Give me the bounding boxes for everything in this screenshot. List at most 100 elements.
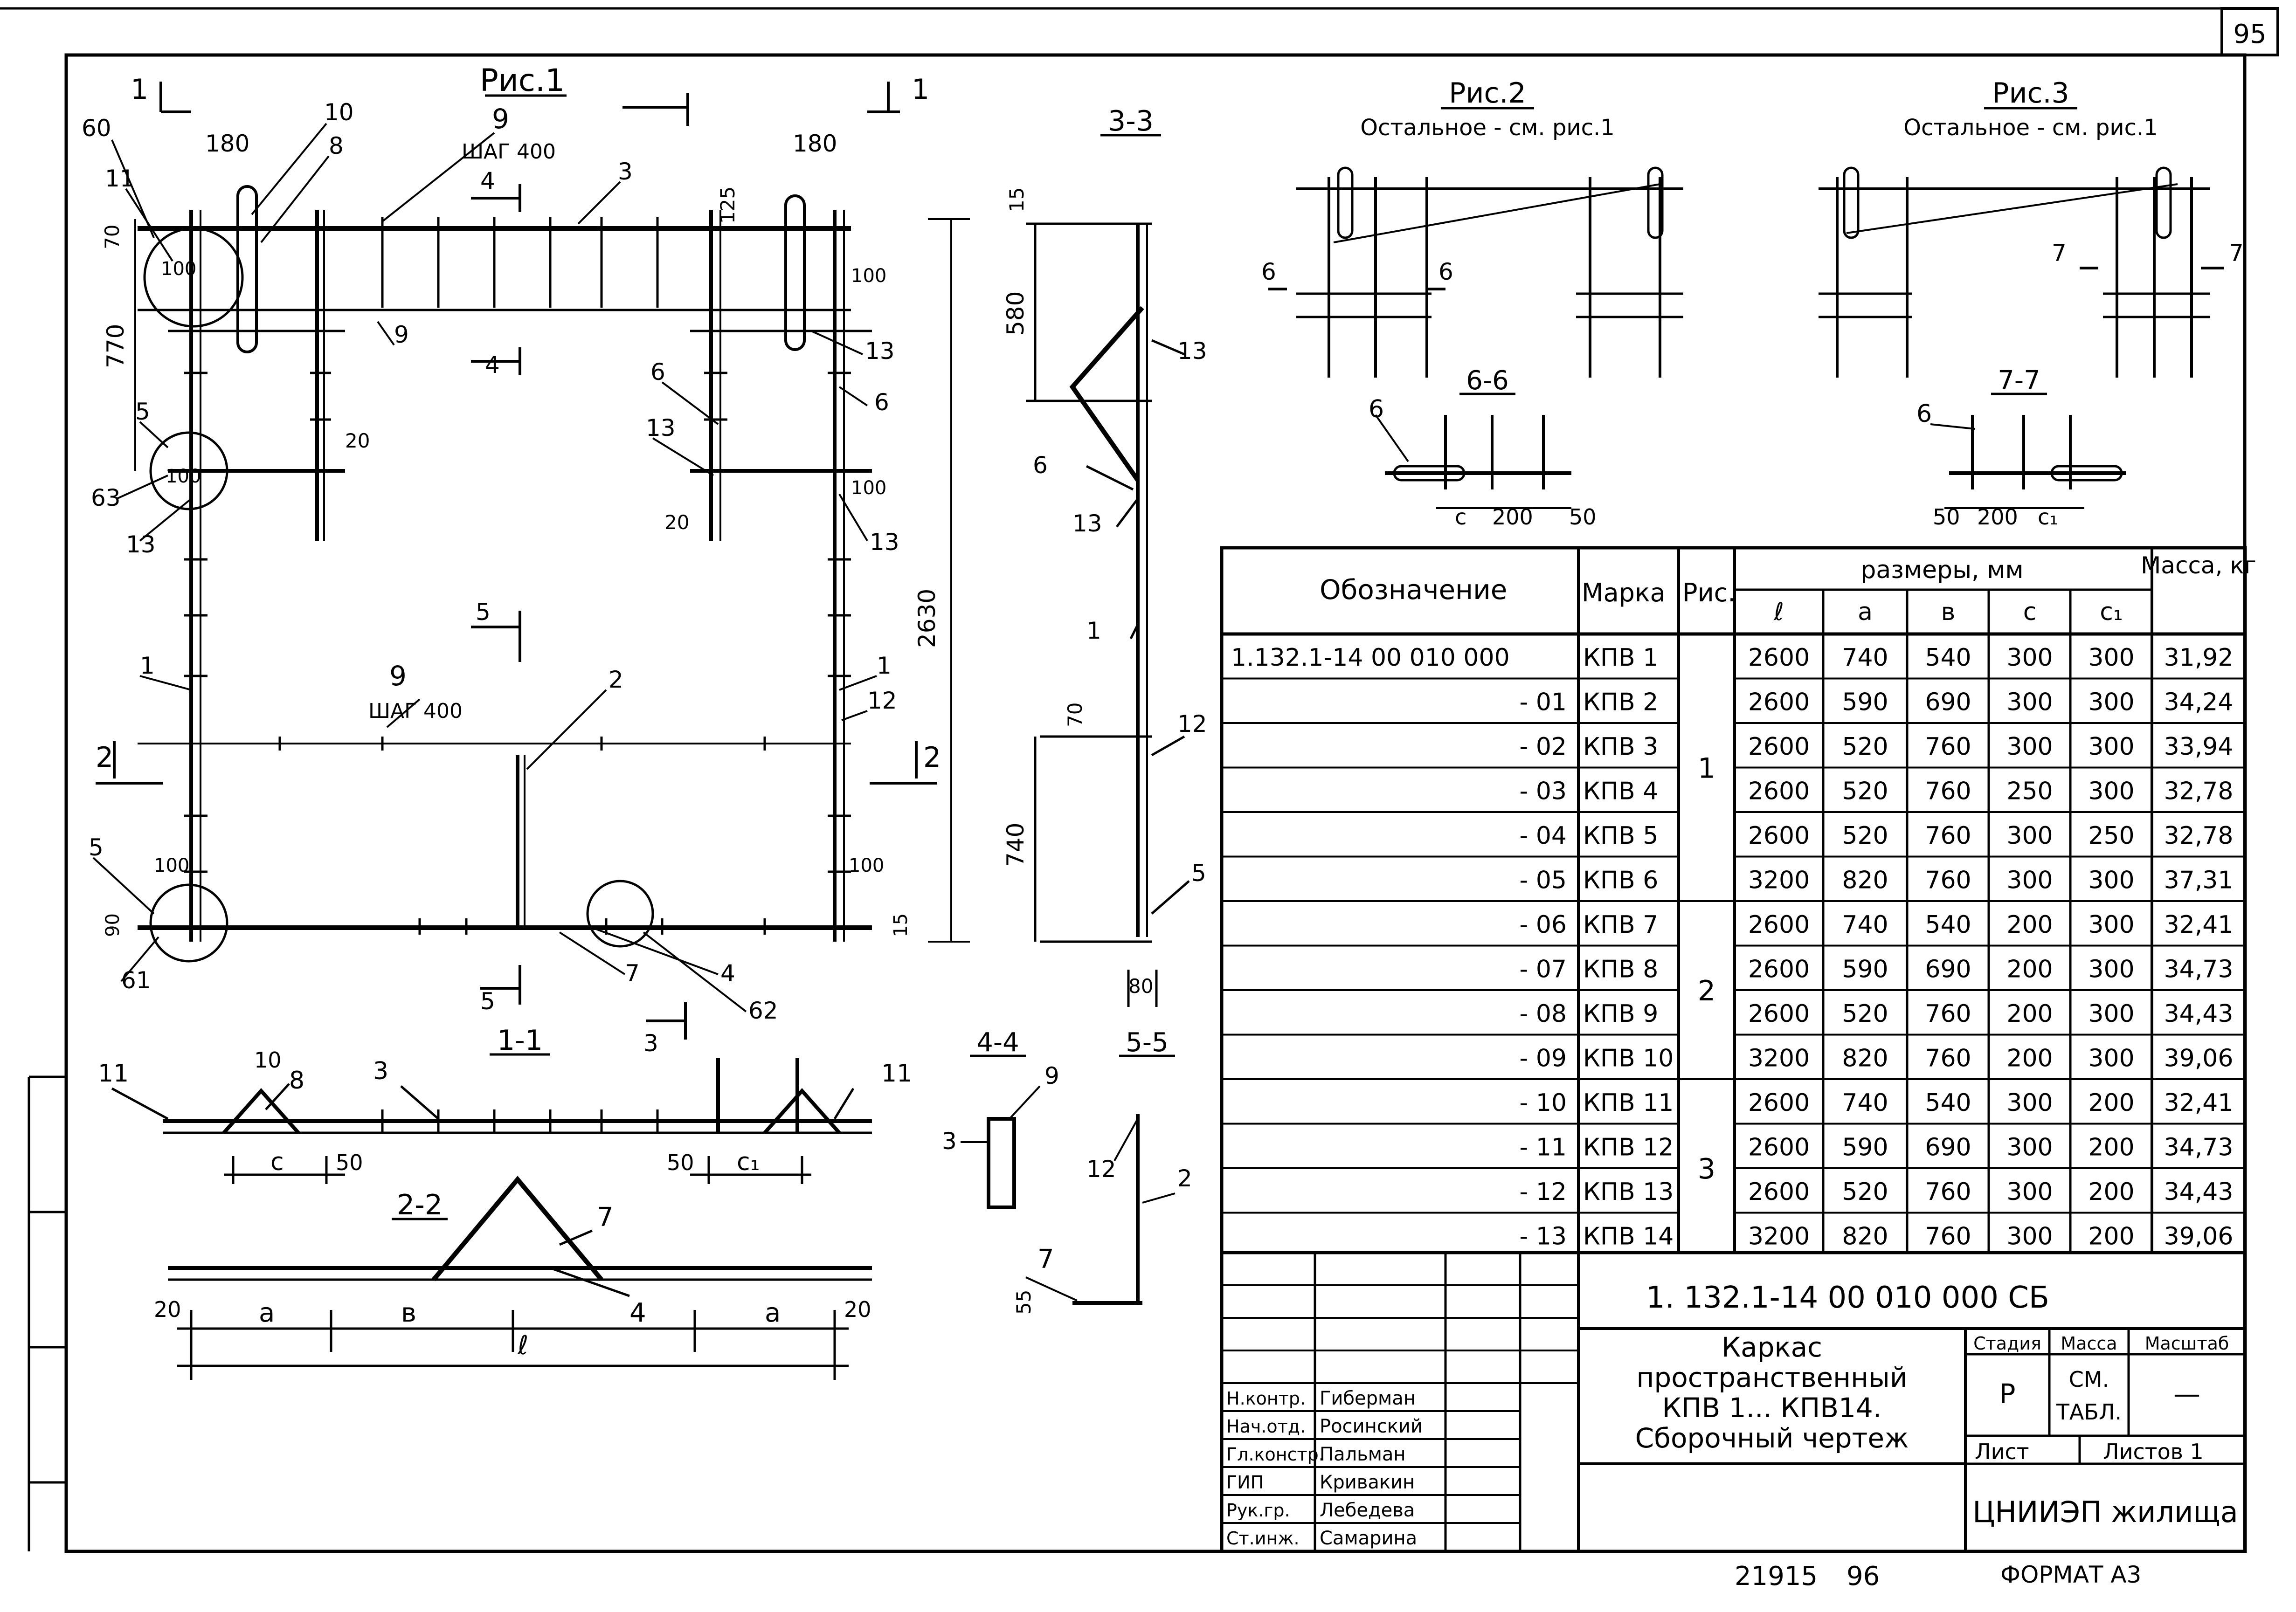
size-subheader: а [1858,598,1873,626]
svg-text:13: 13 [1177,338,1207,365]
fig2-drawing: Рис.2 Остальное - см. рис.1 6 6 [1261,77,1683,378]
svg-text:ШАГ 400: ШАГ 400 [462,140,556,164]
svg-text:5: 5 [1191,860,1206,887]
row-size: 690 [1925,1134,1971,1162]
svg-text:20: 20 [345,429,370,452]
row-mass: 31,92 [2164,644,2234,672]
row-size: 520 [1842,733,1888,761]
row-size: 300 [2006,867,2053,895]
drawing-frame [64,53,2247,1553]
row-size: 2600 [1748,1089,1810,1117]
svg-text:2630: 2630 [913,589,941,648]
svg-text:1-1: 1-1 [497,1024,543,1057]
row-size: 760 [1925,822,1971,850]
svg-text:6: 6 [1916,400,1932,428]
svg-text:12: 12 [1177,710,1207,737]
row-size: 520 [1842,822,1888,850]
row-size: 540 [1925,644,1971,672]
svg-text:5: 5 [476,599,491,626]
svg-text:740: 740 [1002,823,1029,867]
row-designation: - 11 [1520,1134,1567,1162]
row-size: 590 [1842,689,1888,716]
row-size: 740 [1842,644,1888,672]
title-line-1: Каркас [1722,1331,1822,1363]
section-3-3: 3-3 15 580 13 6 13 1 70 12 740 5 80 [1002,105,1207,1007]
row-size: 520 [1842,1000,1888,1028]
row-designation: - 05 [1520,867,1567,895]
row-mass: 32,41 [2164,1089,2234,1117]
svg-text:—: — [2173,1378,2200,1410]
svg-text:180: 180 [205,130,249,157]
row-mass: 33,94 [2164,733,2234,761]
svg-text:10: 10 [324,99,354,126]
svg-text:5-5: 5-5 [1126,1027,1168,1058]
svg-text:в: в [401,1298,416,1328]
svg-text:100: 100 [154,855,189,876]
svg-text:1: 1 [131,73,148,106]
svg-text:4: 4 [480,167,495,194]
svg-text:8: 8 [289,1067,304,1095]
row-size: 2600 [1748,733,1810,761]
svg-text:13: 13 [646,414,676,441]
page-number: 95 [2233,19,2266,49]
svg-text:15: 15 [1005,187,1028,212]
svg-text:6: 6 [1438,258,1453,285]
row-size: 300 [2088,867,2134,895]
row-designation: - 07 [1520,956,1567,984]
title-line-3: КПВ 1... КПВ14. [1662,1392,1882,1424]
row-size: 820 [1842,1223,1888,1251]
svg-text:6: 6 [874,389,889,416]
svg-text:770: 770 [102,324,129,368]
svg-text:100: 100 [851,265,886,287]
svg-text:Остальное - см. рис.1: Остальное - см. рис.1 [1360,115,1615,141]
header-mark: Марка [1582,578,1666,607]
svg-text:Масштаб: Масштаб [2145,1333,2229,1354]
svg-text:100: 100 [166,466,201,487]
row-size: 300 [2088,1045,2134,1073]
svg-text:Рис.3: Рис.3 [1992,77,2069,110]
svg-text:3: 3 [373,1057,388,1085]
row-size: 250 [2088,822,2134,850]
row-size: 200 [2006,911,2053,939]
svg-text:1: 1 [140,652,155,679]
row-size: 300 [2006,689,2053,716]
row-size: 2600 [1748,956,1810,984]
row-mass: 34,43 [2164,1178,2234,1206]
row-size: 200 [2088,1223,2134,1251]
size-subheader: с [2023,598,2037,626]
svg-text:580: 580 [1002,291,1029,336]
svg-text:100: 100 [849,855,884,876]
signature-name: Гиберман [1320,1388,1416,1409]
row-mark: КПВ 14 [1583,1223,1674,1251]
svg-text:200: 200 [1492,504,1533,530]
row-mass: 34,73 [2164,1134,2234,1162]
section-4-4: 4-4 9 3 [942,1027,1059,1209]
page-number-box [2220,7,2279,56]
svg-text:Листов 1: Листов 1 [2103,1439,2204,1464]
fig1-title: Рис.1 [480,62,565,98]
row-size: 740 [1842,911,1888,939]
row-size: 520 [1842,778,1888,806]
row-mark: КПВ 9 [1583,1000,1658,1028]
row-size: 760 [1925,778,1971,806]
svg-text:3-3: 3-3 [1108,105,1154,138]
signature-role: Ст.инж. [1226,1528,1300,1549]
row-mass: 32,41 [2164,911,2234,939]
row-size: 2600 [1748,1000,1810,1028]
svg-text:80: 80 [1128,975,1153,998]
row-designation: 1.132.1-14 00 010 000 [1231,644,1510,672]
row-size: 300 [2088,911,2134,939]
row-size: 760 [1925,733,1971,761]
svg-text:7: 7 [2229,240,2244,267]
fig1-drawing: Рис.1 [82,62,970,1057]
svg-text:2: 2 [96,741,113,774]
row-designation: - 10 [1520,1089,1567,1117]
title-block: Н.контр.ГиберманНач.отд.РосинскийГл.конс… [1220,1251,2247,1553]
